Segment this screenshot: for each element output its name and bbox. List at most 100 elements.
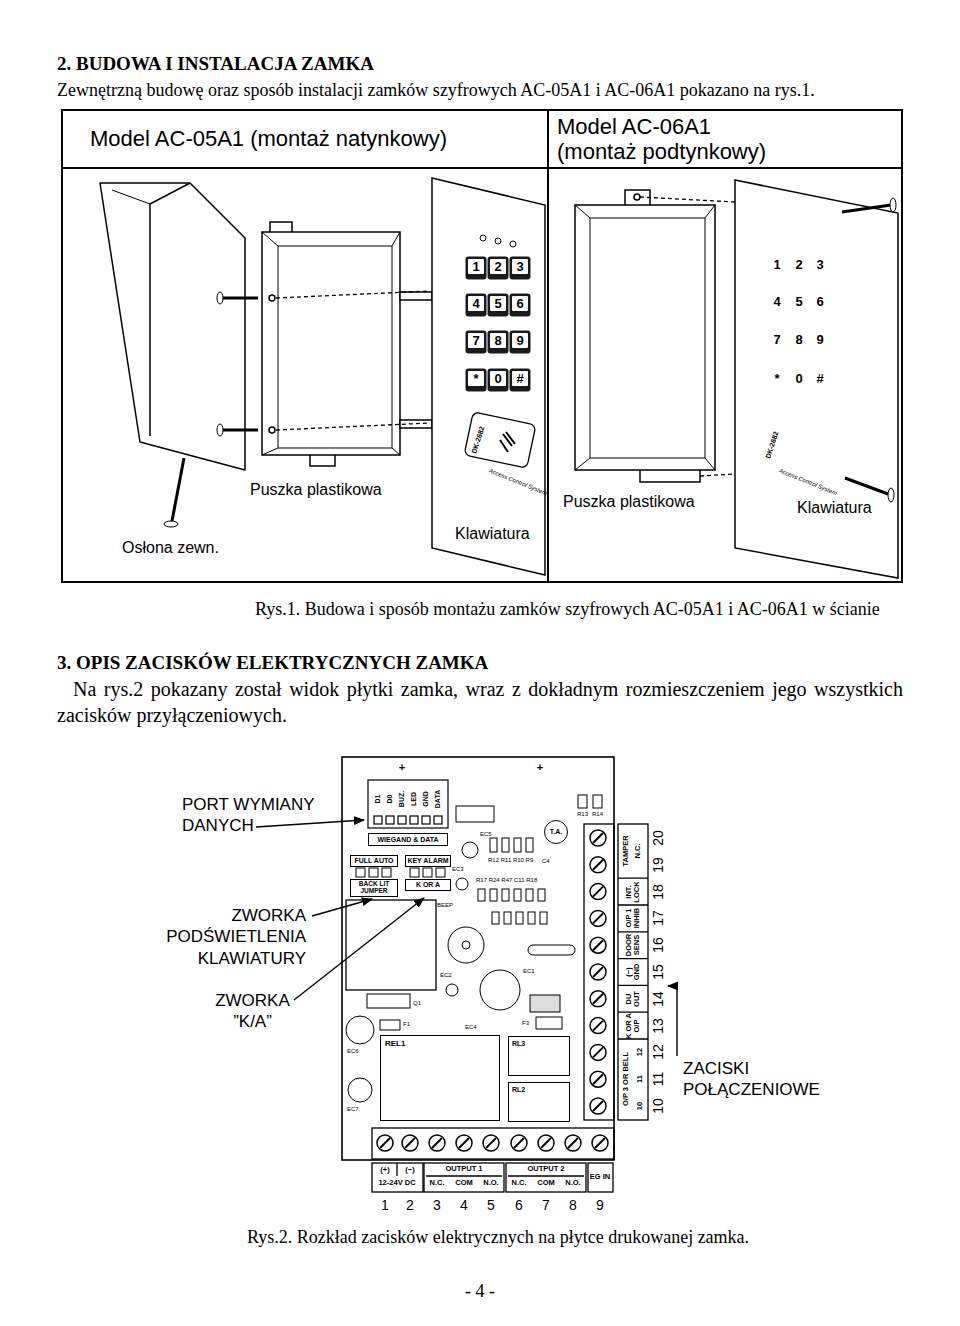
callout-text: ZACISKI POŁĄCZENIOWE [683,1058,833,1101]
part-label: KEY ALARM [407,857,448,864]
terminal-strip [372,824,648,1192]
key-label: 3 [816,256,823,272]
terminal-screw [511,1135,527,1151]
pcb-component [528,945,575,955]
part-label: RL2 [512,1086,525,1093]
terminal-name: 11 [636,1075,644,1083]
wiegand-connector [398,816,406,824]
callout-text: ZWORKA PODŚWIETLENIA KLAWIATURY [146,905,306,969]
pcb-component [490,838,497,852]
section-heading: 3. OPIS ZACISKÓW ELEKTRYCZNYCH ZAMKA [57,651,488,675]
key-label: # [516,370,523,386]
terminal-number: 17 [650,911,668,927]
leader-line [668,986,677,1056]
terminal-name: EG IN [589,1173,611,1181]
pcb-part-box: RL2 [508,1082,570,1122]
terminal-number: 15 [650,964,668,980]
key-cap [488,257,509,280]
wiegand-connector [410,816,418,824]
part-label: RL3 [512,1040,525,1047]
terminal-name: COM [537,1179,555,1187]
card-reader [464,412,536,468]
terminal-number: 10 [650,1098,668,1114]
screw [217,424,223,436]
pcb-component [526,889,533,901]
part-label: K OR A [416,881,440,888]
terminal-strip [618,824,648,1120]
terminal-name: O/P 1 INHIB [625,904,641,932]
key-cap [488,369,509,392]
jumper-pins [410,868,419,877]
key-label: 8 [795,331,802,347]
led [495,238,501,244]
terminal-name: COM [455,1179,473,1187]
pcb-component [367,994,410,1008]
terminal-number: 2 [406,1197,414,1215]
key-label: # [816,370,823,386]
polarity-mark: + [399,761,405,775]
key-label: 8 [494,332,501,348]
terminal-strip [397,1163,584,1176]
terminal-screw [590,937,606,953]
key-label: 3 [516,258,523,274]
terminal-name: N.C. [512,1179,527,1187]
key-label: 7 [773,331,780,347]
key-cap [510,294,531,317]
pcb-component [504,912,511,924]
pin-name: GND [422,791,429,807]
terminal-name: OUTPUT 2 [527,1165,564,1173]
pcb-part-box: BACK LIT JUMPER [350,879,398,897]
terminal-number: 12 [650,1045,668,1061]
pcb-component [490,889,497,901]
outer-shroud [100,183,245,470]
pcb-part-box: REL1 [380,1035,500,1121]
terminal-number: 8 [569,1197,577,1215]
key-label: 9 [816,331,823,347]
key-label: 5 [795,293,802,309]
terminal-screw [590,964,606,980]
terminal-strip [588,1163,613,1192]
component-ref: C4 [542,858,550,864]
plastic-box [575,190,715,482]
part-label: REL1 [385,1040,405,1048]
polarity-mark: + [537,761,543,775]
terminal-name: DOOR SENS [625,931,641,959]
led [480,235,486,241]
terminal-screw [590,991,606,1007]
terminal-name: K OR A O/P [625,1012,641,1040]
key-label: 2 [494,258,501,274]
terminal-name: O/P 3 OR BELL [622,1052,630,1106]
outer-shroud [150,183,190,436]
pin-name: LED [410,792,417,806]
pcb-component [346,900,436,990]
jumper-pins [369,868,378,877]
pin-name: D0 [386,795,393,804]
component-ref: EC1 [523,968,535,974]
screw [890,198,896,212]
pcb-component [538,889,545,901]
pcb-component [462,842,478,858]
pcb-part-box: KEY ALARM [405,855,451,867]
terminal-screw [590,1071,606,1087]
component-ref: EC5 [480,831,492,837]
component-ref: EC2 [440,972,452,978]
plastic-box [575,205,715,470]
table-header-cell: Model AC-06A1 (montaż podtynkowy) [548,110,902,168]
pcb-component [348,1078,372,1102]
keypad-plate [432,178,545,575]
screw [172,458,184,521]
key-label: 1 [773,256,780,272]
pcb-part-box: WIEGAND & DATA [368,833,448,846]
component-ref: F3 [522,1020,529,1026]
part-name: Klawiatura [797,498,872,518]
circle-node: T.A. [544,820,568,844]
key-cap [488,331,509,354]
pcb [342,757,614,1160]
part-label: T.A. [550,828,562,835]
key-cap [466,331,487,354]
terminal-strip [506,1163,586,1192]
key-cap [466,257,487,280]
part-name: Osłona zewn. [122,538,219,558]
plastic-box [310,455,335,466]
wiegand-connector [386,816,394,824]
